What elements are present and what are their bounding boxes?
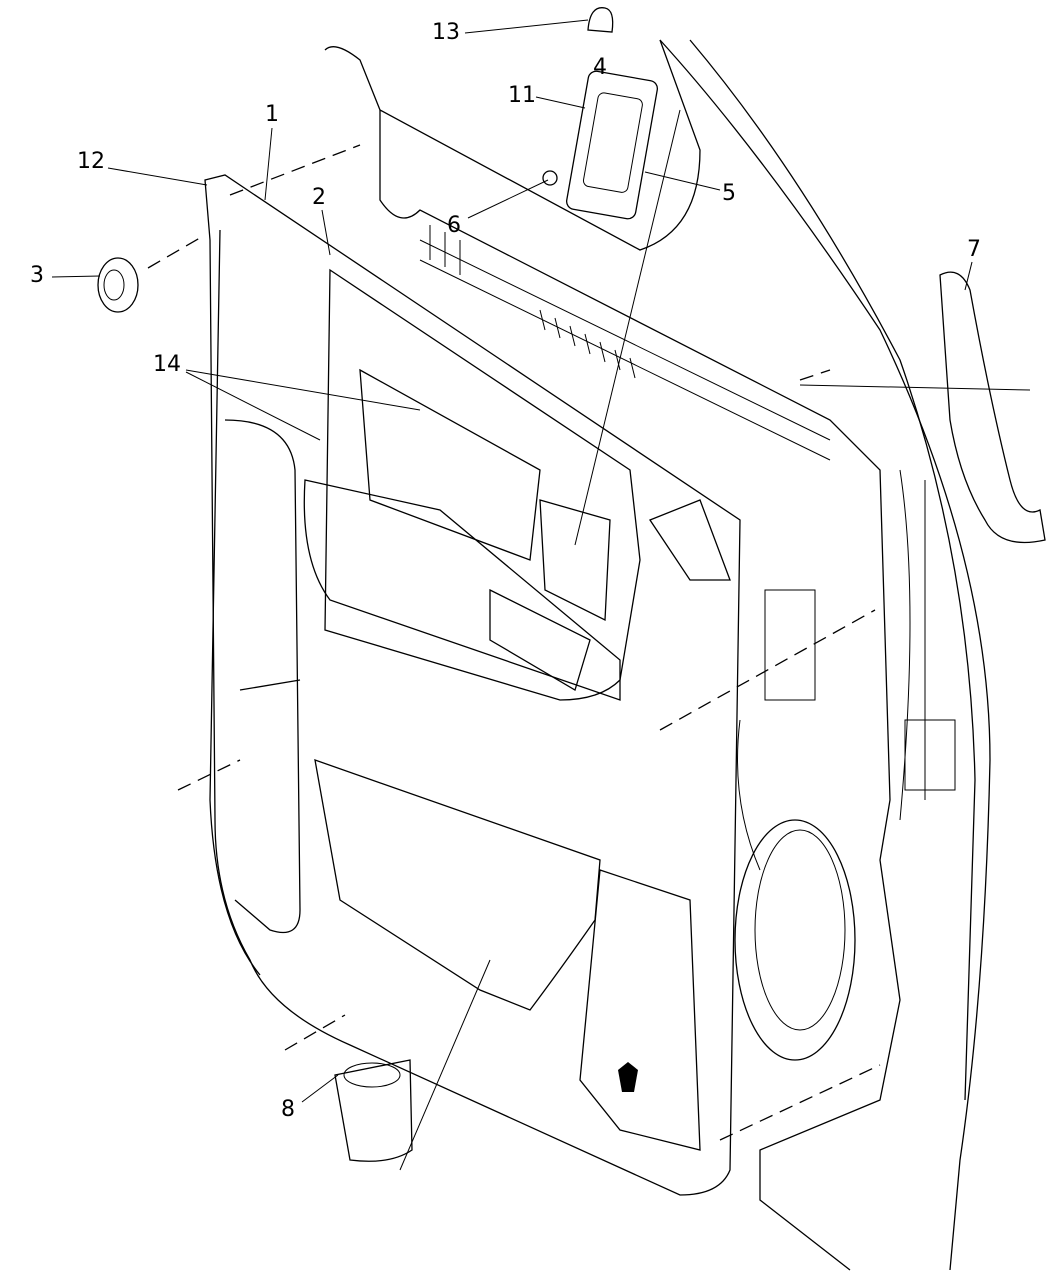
callout-12: 12 bbox=[77, 149, 105, 174]
callout-7: 7 bbox=[967, 237, 981, 262]
part-8-cup bbox=[334, 1059, 413, 1162]
callout-13: 13 bbox=[432, 20, 460, 45]
part-6-screw bbox=[542, 170, 558, 186]
small-parts bbox=[97, 7, 1046, 1162]
callout-1: 1 bbox=[265, 102, 279, 127]
callout-4: 4 bbox=[593, 55, 607, 80]
part-3-plug bbox=[97, 257, 139, 313]
callout-5: 5 bbox=[722, 181, 736, 206]
assembly-lines bbox=[147, 109, 1031, 1171]
leader-lines bbox=[51, 19, 973, 1103]
part-13-cap bbox=[587, 7, 614, 33]
callout-3: 3 bbox=[30, 263, 44, 288]
part-7-trim bbox=[939, 271, 1046, 544]
part-4-bezel bbox=[565, 70, 659, 220]
callout-6: 6 bbox=[447, 213, 461, 238]
callout-14: 14 bbox=[153, 352, 181, 377]
door-inner-frame bbox=[324, 39, 991, 1271]
callout-2: 2 bbox=[312, 185, 326, 210]
callout-11: 11 bbox=[508, 83, 536, 108]
trim-panel bbox=[204, 174, 741, 1196]
callout-8: 8 bbox=[281, 1097, 295, 1122]
